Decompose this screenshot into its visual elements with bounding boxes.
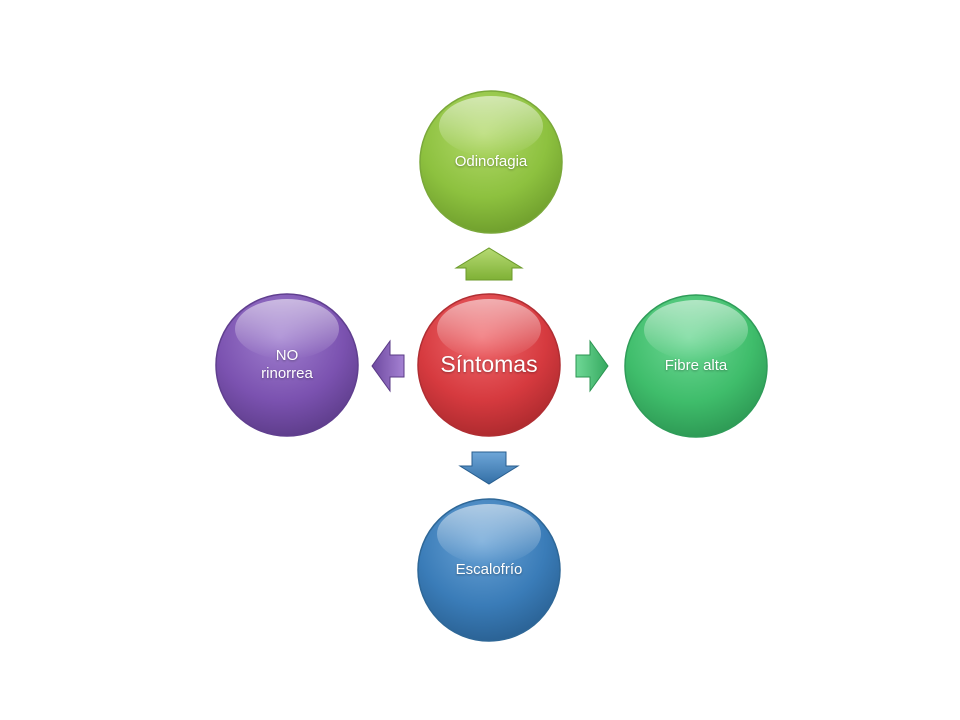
arrow-right-icon xyxy=(575,339,609,393)
node-sintomas-center xyxy=(417,293,561,437)
arrow-down-icon xyxy=(458,451,520,485)
node-fibre-alta xyxy=(624,294,768,438)
node-odinofagia xyxy=(419,90,563,234)
node-no-rinorrea xyxy=(215,293,359,437)
arrow-up-icon xyxy=(454,247,524,281)
arrow-left-icon xyxy=(371,339,405,393)
node-escalofrio xyxy=(417,498,561,642)
